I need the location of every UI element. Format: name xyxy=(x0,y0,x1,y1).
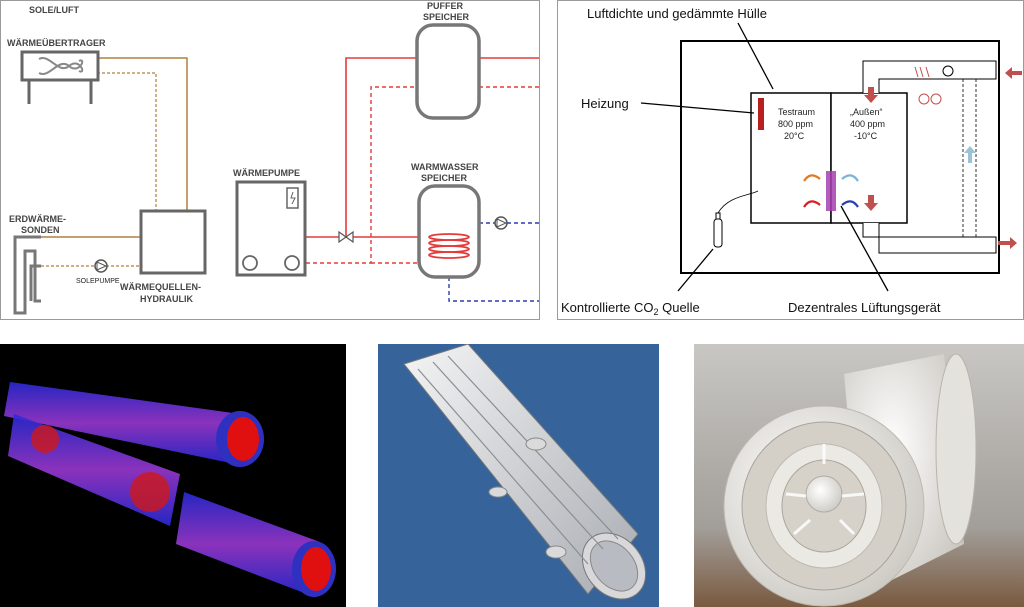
fan-icon xyxy=(942,65,954,77)
ventilation-test-setup: Luftdichte und gedämmte Hülle Heizung Te… xyxy=(557,0,1024,320)
label-erdwaerme-1: ERDWÄRME- xyxy=(9,214,66,224)
heating-coil xyxy=(428,233,470,259)
heater xyxy=(758,98,764,130)
mixing-valve-icon xyxy=(338,230,354,244)
label-warmwasser-1: WARMWASSER xyxy=(411,162,479,172)
cad-duct-body xyxy=(403,344,647,600)
ventilation-test-drawing: Luftdichte und gedämmte Hülle Heizung Te… xyxy=(561,6,1022,317)
hot-water-tank xyxy=(417,184,481,279)
label-testraum-2: 800 ppm xyxy=(778,119,813,129)
buffer-tank xyxy=(415,23,481,120)
label-warmwasser-2: SPEICHER xyxy=(421,173,468,183)
insulated-hull xyxy=(680,40,1000,274)
heat-pump-schematic: SOLE/LUFT WÄRMEÜBERTRAGER WÄRMEQUELLEN- … xyxy=(0,0,540,320)
label-puffer-2: SPEICHER xyxy=(423,12,470,22)
airflow-arrows xyxy=(864,67,1022,249)
label-huelle: Luftdichte und gedämmte Hülle xyxy=(587,6,767,21)
label-aussen-2: 400 ppm xyxy=(850,119,885,129)
printed-fan-housing xyxy=(723,353,977,607)
compressor-icon xyxy=(242,255,258,271)
label-erdwaerme-2: SONDEN xyxy=(21,225,60,235)
airflow-up-arrow xyxy=(964,146,976,163)
cad-model-image xyxy=(378,344,659,607)
label-heizung: Heizung xyxy=(581,96,629,111)
fan-icon xyxy=(38,56,84,76)
label-testraum-3: 20°C xyxy=(784,131,805,141)
ventilation-device xyxy=(826,171,836,211)
label-sole-luft-1: SOLE/LUFT xyxy=(29,5,79,15)
cfd-tube-top xyxy=(4,382,264,467)
label-co2-quelle: Kontrollierte CO2 Quelle xyxy=(561,300,700,317)
ground-probes xyxy=(13,235,41,315)
label-aussen-1: „Außen“ xyxy=(850,107,883,117)
label-hydraulik-2: HYDRAULIK xyxy=(140,294,193,304)
label-waermepumpe: WÄRMEPUMPE xyxy=(233,168,300,178)
co2-bottle xyxy=(713,218,723,248)
source-hydraulic-box xyxy=(139,209,207,275)
heat-pump-schematic-drawing: SOLE/LUFT WÄRMEÜBERTRAGER WÄRMEQUELLEN- … xyxy=(7,1,539,315)
label-testraum-1: Testraum xyxy=(778,107,815,117)
label-hydraulik-1: WÄRMEQUELLEN- xyxy=(120,282,201,292)
cfd-render-image xyxy=(0,344,346,607)
circulation-pump-icon xyxy=(284,255,300,271)
printed-fan-blades xyxy=(785,444,865,536)
air-heat-exchanger xyxy=(20,50,100,104)
cfd-tube-bottom xyxy=(176,492,336,597)
printed-fan-photo xyxy=(694,344,1024,607)
label-lueftungsgeraet: Dezentrales Lüftungsgerät xyxy=(788,300,941,315)
label-aussen-3: -10°C xyxy=(854,131,878,141)
label-solepumpe: SOLEPUMPE xyxy=(76,278,120,285)
label-puffer-1: PUFFER xyxy=(427,1,464,11)
label-sole-luft-2: WÄRMEÜBERTRAGER xyxy=(7,38,106,48)
cfd-tube-left xyxy=(8,414,180,526)
